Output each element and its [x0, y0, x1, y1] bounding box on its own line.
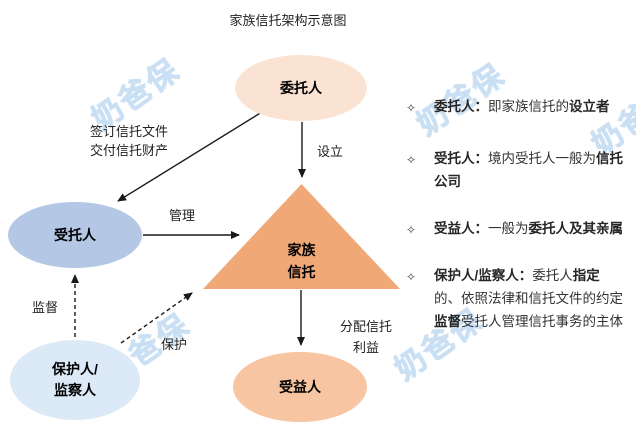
- settlor-label: 委托人: [280, 80, 322, 96]
- legend-item-settlor: ✧ 委托人：即家族信托的设立者: [406, 95, 634, 118]
- diamond-bullet-icon: ✧: [406, 153, 417, 167]
- trust-label-line1: 家族: [287, 242, 316, 258]
- legend-item-beneficiary-text: 受益人：一般为委托人及其亲属: [434, 221, 623, 236]
- trust-label: 家族 信托: [203, 239, 400, 283]
- legend-item-trustee: ✧ 受托人：境内受托人一般为信托公司: [406, 147, 634, 193]
- distribute-label-line2: 利益: [352, 340, 379, 355]
- sign-label-line2: 交付信托财产: [90, 143, 169, 158]
- diamond-bullet-icon: ✧: [406, 101, 417, 115]
- beneficiary-node: 受益人: [233, 352, 367, 422]
- beneficiary-label: 受益人: [279, 379, 321, 395]
- edge-label-sign-deliver: 签订信托文件 交付信托财产: [90, 122, 168, 160]
- legend-item-beneficiary: ✧ 受益人：一般为委托人及其亲属: [406, 217, 634, 240]
- legend-item-trustee-text: 受托人：境内受托人一般为信托公司: [434, 151, 623, 189]
- protector-label: 保护人/ 监察人: [52, 359, 98, 401]
- page-title: 家族信托架构示意图: [229, 13, 347, 28]
- edge-label-establish: 设立: [317, 144, 344, 159]
- protector-label-line1: 保护人/: [52, 361, 98, 377]
- trust-triangle: 家族 信托: [203, 184, 400, 289]
- edge-label-distribute: 分配信托 利益: [327, 316, 405, 358]
- edge-label-supervise: 监督: [32, 300, 59, 315]
- edge-label-protect: 保护: [161, 337, 188, 352]
- trustee-label: 受托人: [54, 227, 96, 243]
- protector-label-line2: 监察人: [53, 382, 96, 398]
- legend-item-protector-text: 保护人/监察人：委托人指定的、依照法律和信托文件的约定监督受托人管理信托事务的主…: [434, 268, 623, 329]
- sign-label-line1: 签订信托文件: [90, 124, 169, 139]
- edge-label-manage: 管理: [169, 208, 196, 223]
- settlor-node: 委托人: [235, 55, 367, 121]
- legend-item-settlor-text: 委托人：即家族信托的设立者: [434, 99, 610, 114]
- legend-item-protector: ✧ 保护人/监察人：委托人指定的、依照法律和信托文件的约定监督受托人管理信托事务…: [406, 264, 634, 333]
- trustee-node: 受托人: [8, 202, 142, 268]
- distribute-label-line1: 分配信托: [339, 319, 392, 334]
- trust-label-line2: 信托: [287, 264, 316, 280]
- protector-node: 保护人/ 监察人: [10, 340, 140, 420]
- diamond-bullet-icon: ✧: [406, 270, 417, 284]
- diamond-bullet-icon: ✧: [406, 223, 417, 237]
